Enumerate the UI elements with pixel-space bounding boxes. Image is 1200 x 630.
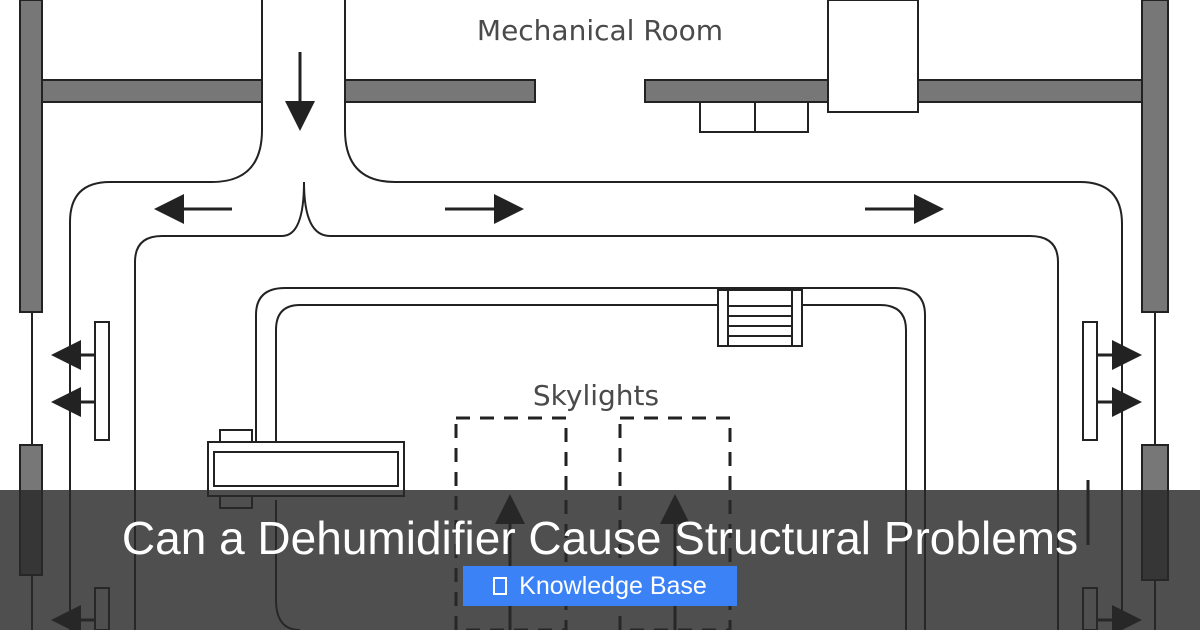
duct-inner xyxy=(134,181,1059,630)
duct-outer xyxy=(69,100,1123,630)
skylights-label: Skylights xyxy=(533,379,659,412)
knowledge-base-badge[interactable]: Knowledge Base xyxy=(463,566,737,606)
inner-room-outer xyxy=(255,287,926,630)
return-grille xyxy=(717,289,803,347)
article-title: Can a Dehumidifier Cause Structural Prob… xyxy=(121,512,1079,564)
book-icon xyxy=(493,577,508,595)
dehumidifier-unit xyxy=(207,429,405,509)
badge-label: Knowledge Base xyxy=(519,571,707,600)
inner-room-inner xyxy=(275,304,907,630)
mechanical-equipment xyxy=(699,0,919,133)
title-band xyxy=(0,490,1200,630)
mechanical-room-label: Mechanical Room xyxy=(477,14,723,47)
top-walls xyxy=(41,79,1143,103)
